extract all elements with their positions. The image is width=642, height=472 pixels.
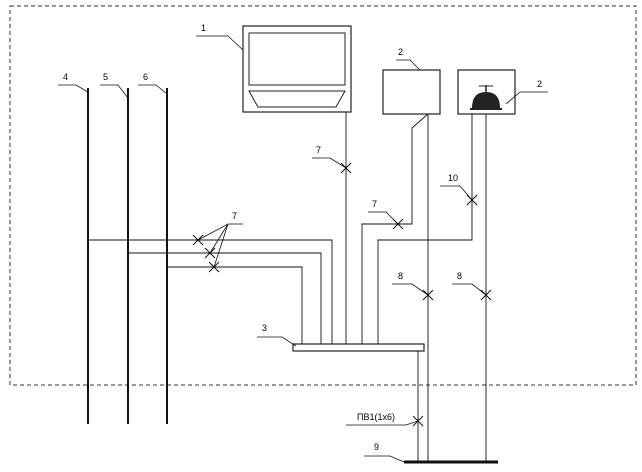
cross-8b-label: 8: [457, 271, 462, 281]
cable-spec-label: ПВ1(1х6): [357, 412, 395, 422]
ground-label: 9: [374, 442, 379, 452]
cross-monitor-label: 7: [316, 145, 321, 155]
box-leader: [396, 59, 421, 71]
junction-box: [382, 69, 441, 115]
lamp-label: 2: [537, 79, 542, 89]
conductor-pole4: [88, 239, 333, 344]
bus-bar: [292, 343, 425, 352]
cross-group-leader-b: [209, 223, 229, 254]
boundary-dashed-frame: [9, 5, 637, 386]
cross-8a-leader: [392, 283, 429, 296]
pole-5-leader: [100, 84, 129, 99]
cross-8a-label: 8: [398, 271, 403, 281]
monitor-device: [242, 25, 352, 113]
bus-bar-label: 3: [262, 323, 267, 333]
conductor-box: [361, 113, 429, 344]
pole-4-label: 4: [63, 72, 68, 82]
cross-group-leader-c: [213, 223, 229, 268]
ground-leader: [364, 455, 405, 463]
bus-bar-leader: [257, 336, 297, 347]
conductor-lamp: [377, 114, 473, 344]
lamp-device: [457, 69, 516, 115]
pole-6-leader: [138, 84, 168, 95]
cross-10-leader: [440, 185, 473, 201]
cable-spec-leader: [346, 420, 419, 426]
pole-5-label: 5: [103, 72, 108, 82]
conductor-pole6: [167, 266, 303, 344]
cross-box-label: 7: [372, 199, 377, 209]
pole-6-label: 6: [143, 72, 148, 82]
lamp-leader: [505, 91, 548, 105]
conductor-pole5: [128, 252, 322, 344]
cross-group-leader: [197, 223, 243, 241]
monitor-leader: [196, 35, 244, 51]
cross-8b-leader: [452, 283, 487, 296]
cross-group-label: 7: [232, 211, 237, 221]
cross-10-label: 10: [448, 173, 458, 183]
cross-mark-group: [192, 234, 220, 273]
cable-spec-tick-b: [412, 415, 424, 427]
monitor-label: 1: [201, 23, 206, 33]
pole-4-leader: [58, 84, 89, 93]
cross-box-leader: [368, 211, 399, 225]
box-label: 2: [398, 47, 403, 57]
cross-monitor-leader: [312, 157, 347, 169]
